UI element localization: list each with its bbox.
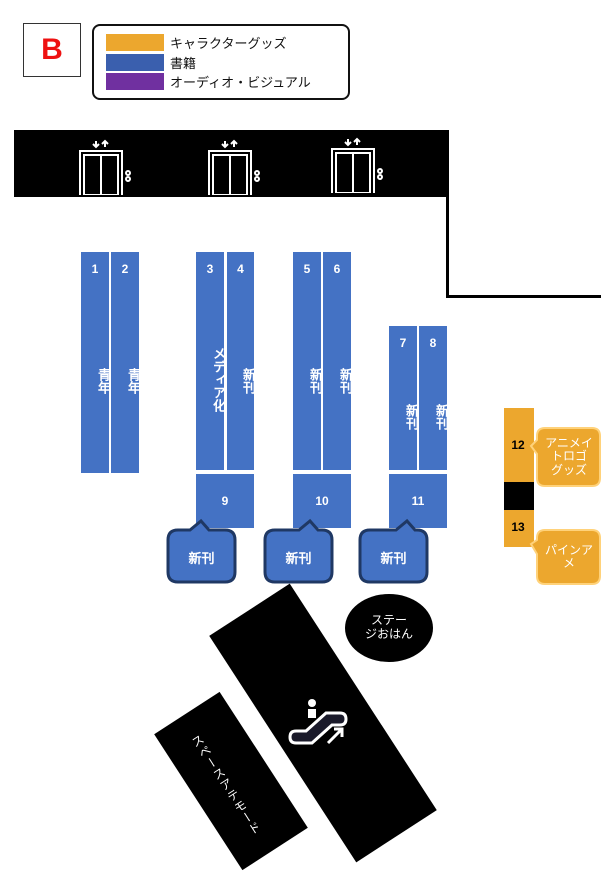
shelf-6[interactable]: 6 新刊: [323, 252, 352, 470]
legend-swatch-purple: [106, 72, 164, 90]
callout-text: 新刊: [380, 551, 407, 567]
escalator-up-icon: [288, 699, 348, 745]
shelf-number: 2: [121, 262, 129, 276]
callout-12: アニメイ トロゴ グッズ: [528, 426, 602, 488]
shelf-number: 11: [411, 494, 425, 508]
shelf-12[interactable]: 12: [504, 408, 534, 482]
shelf-1[interactable]: 1 青年: [81, 252, 110, 473]
shelf-genre: 新刊: [433, 404, 448, 430]
shelf-number: 5: [303, 262, 311, 276]
callout-text: パインア メ: [544, 542, 593, 570]
shelf-3[interactable]: 3 メディア化: [196, 252, 225, 470]
callout-text: 新刊: [188, 551, 215, 567]
shelf-number: 8: [429, 336, 437, 350]
shelf-genre: 青年: [95, 368, 110, 394]
elevator-icon: [79, 139, 131, 195]
wall: [446, 197, 449, 298]
shelf-4[interactable]: 4 新刊: [227, 252, 255, 470]
shelf-number: 4: [237, 262, 244, 276]
shelf-8[interactable]: 8 新刊: [419, 326, 448, 470]
pillar: [504, 482, 534, 510]
callout-shape: [358, 518, 429, 584]
callout-11: 新刊: [358, 518, 429, 584]
stage-label: ステー ジおはん: [364, 613, 413, 641]
floor-label: B: [23, 23, 81, 77]
legend: キャラクターグッズ 書籍 オーディオ・ビジュアル: [92, 24, 350, 100]
callout-10: 新刊: [263, 518, 334, 584]
callout-shape: [529, 529, 601, 585]
shelf-5[interactable]: 5 新刊: [293, 252, 322, 470]
shelf-genre: 新刊: [307, 368, 322, 394]
callout-shape: [263, 518, 334, 584]
shelf-genre: 青年: [125, 368, 140, 394]
wall: [446, 295, 601, 298]
shelf-number: 9: [221, 494, 229, 508]
shelf-genre: 新刊: [240, 368, 255, 394]
legend-swatch-blue: [106, 53, 164, 71]
shelf-number: 12: [511, 438, 525, 452]
callout-text: アニメイ トロゴ グッズ: [545, 436, 593, 477]
elevator-hall: [14, 130, 449, 197]
shelf-9[interactable]: 9: [196, 474, 254, 528]
shelf-number: 7: [399, 336, 407, 350]
legend-swatch-orange: [106, 33, 164, 51]
legend-label: 書籍: [170, 56, 197, 72]
callout-text: 新刊: [285, 551, 312, 567]
shelf-genre: 新刊: [403, 404, 418, 430]
legend-item-audio-visual: オーディオ・ビジュアル: [106, 72, 311, 91]
shelf-number: 3: [206, 262, 214, 276]
shelf-10[interactable]: 10: [293, 474, 351, 528]
elevator-icon: [208, 139, 260, 195]
shelf-genre: メディア化: [210, 346, 225, 412]
shelf-number: 6: [333, 262, 341, 276]
callout-9: 新刊: [166, 518, 237, 584]
callout-13: パインア メ: [528, 528, 602, 586]
legend-label: キャラクターグッズ: [170, 36, 287, 52]
shelf-number: 13: [511, 520, 525, 534]
shelf-13[interactable]: 13: [504, 510, 534, 547]
callout-shape: [529, 427, 601, 487]
stage[interactable]: ステー ジおはん: [345, 594, 433, 662]
callout-shape: [166, 518, 237, 584]
legend-item-character-goods: キャラクターグッズ: [106, 33, 287, 52]
legend-item-books: 書籍: [106, 53, 197, 72]
shelf-number: 1: [91, 262, 99, 276]
elevator-icon: [331, 137, 383, 193]
shelf-genre: 新刊: [337, 368, 352, 394]
shelf-11[interactable]: 11: [389, 474, 447, 528]
shelf-number: 10: [315, 494, 329, 508]
shelf-2[interactable]: 2 青年: [111, 252, 140, 473]
legend-label: オーディオ・ビジュアル: [170, 75, 311, 91]
shelf-7[interactable]: 7 新刊: [389, 326, 418, 470]
